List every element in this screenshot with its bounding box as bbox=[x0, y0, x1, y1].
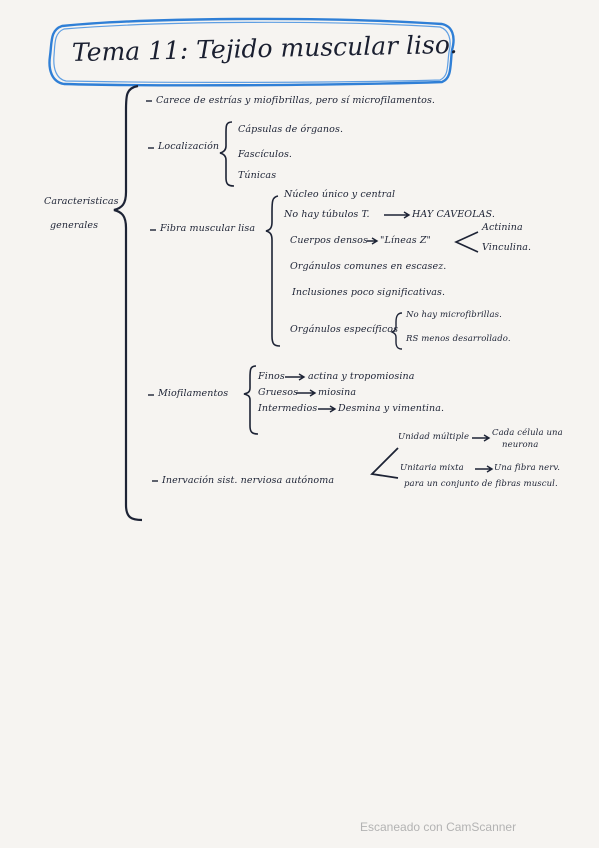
brace-fibra bbox=[265, 195, 281, 347]
fibra-lineas-z: "Líneas Z" bbox=[380, 235, 431, 246]
brace-especificos bbox=[390, 312, 403, 350]
dash-group bbox=[146, 100, 158, 482]
fibra-organulos: Orgánulos comunes en escasez. bbox=[290, 261, 447, 272]
loc-fasciculos: Fascículos. bbox=[238, 149, 293, 160]
arrow-unidad bbox=[472, 434, 491, 442]
angle-bracket-inervacion bbox=[370, 447, 399, 479]
fibra-caveolas: HAY CAVEOLAS. bbox=[412, 209, 495, 220]
fibra-inclusiones: Inclusiones poco significativas. bbox=[292, 287, 446, 298]
especificos-microfibrillas: No hay microfibrillas. bbox=[406, 310, 502, 320]
item-miofilamentos: Miofilamentos bbox=[158, 388, 229, 399]
fibra-especificos: Orgánulos específicos bbox=[290, 324, 399, 335]
mf-intermedios: Intermedios bbox=[258, 403, 318, 414]
arrow-group bbox=[285, 211, 494, 473]
arrow-unitaria bbox=[475, 465, 494, 473]
item-carece: Carece de estrías y miofibrillas, pero s… bbox=[156, 95, 436, 106]
item-inervacion: Inervación sist. nerviosa autónoma bbox=[162, 475, 335, 486]
mf-finos-detalle: actina y tropomiosina bbox=[308, 371, 415, 382]
inerv-unidad-multiple: Unidad múltiple bbox=[398, 432, 470, 442]
brace-localizacion bbox=[219, 121, 235, 187]
item-fibra: Fibra muscular lisa bbox=[160, 223, 256, 234]
inerv-unitaria: Unitaria mixta bbox=[400, 463, 464, 473]
arrow-finos bbox=[285, 373, 306, 381]
root-label-line1: Caracteristicas bbox=[44, 196, 119, 207]
item-localizacion: Localización bbox=[158, 141, 220, 152]
root-label-line2: generales bbox=[50, 220, 99, 231]
fibra-vinculina: Vinculina. bbox=[482, 242, 532, 253]
mf-finos: Finos bbox=[258, 371, 285, 382]
arrow-lineas bbox=[367, 237, 379, 245]
inerv-unitaria-detalle-2: para un conjunto de fibras muscul. bbox=[404, 479, 558, 489]
angle-bracket-lineas bbox=[454, 231, 479, 253]
mf-gruesos-detalle: miosina bbox=[318, 387, 357, 398]
arrow-gruesos bbox=[296, 389, 317, 397]
loc-capsulas: Cápsulas de órganos. bbox=[238, 124, 344, 135]
brace-miofilamentos bbox=[243, 365, 259, 435]
loc-tunicas: Túnicas bbox=[238, 170, 277, 181]
camscanner-watermark: Escaneado con CamScanner bbox=[360, 820, 517, 834]
inerv-unidad-detalle-1: Cada célula una bbox=[492, 428, 563, 438]
especificos-rs: RS menos desarrollado. bbox=[406, 334, 511, 344]
title-frame bbox=[48, 17, 455, 87]
inerv-unitaria-detalle: Una fibra nerv. bbox=[494, 463, 561, 473]
fibra-actinina: Actinina bbox=[482, 222, 523, 233]
arrow-caveolas bbox=[384, 211, 411, 219]
fibra-nucleo: Núcleo único y central bbox=[284, 189, 396, 200]
inerv-unidad-detalle-2: neurona bbox=[502, 440, 539, 450]
fibra-cuerpos-densos: Cuerpos densos bbox=[290, 235, 368, 246]
fibra-tubulos: No hay túbulos T. bbox=[284, 209, 370, 220]
mf-intermedios-detalle: Desmina y vimentina. bbox=[338, 403, 445, 414]
arrow-intermedios bbox=[318, 405, 337, 413]
main-brace bbox=[113, 84, 143, 522]
mf-gruesos: Gruesos bbox=[258, 387, 299, 398]
